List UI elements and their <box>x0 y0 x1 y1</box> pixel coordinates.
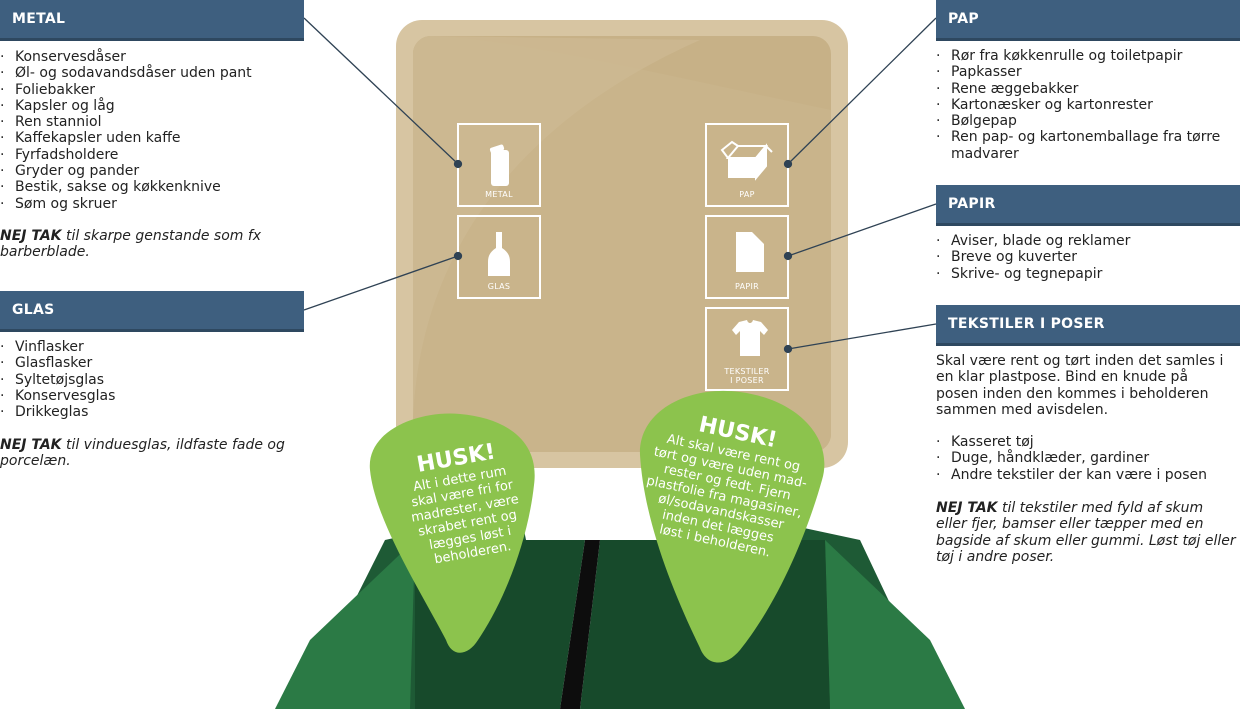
metal-header: METAL <box>0 0 304 41</box>
can-icon <box>489 144 509 186</box>
bottle-icon <box>488 232 510 276</box>
list-item: Aviser, blade og reklamer <box>936 233 1236 250</box>
box-icon <box>720 140 773 181</box>
papir-icon-label: PAPIR <box>734 282 760 291</box>
list-item: Glasflasker <box>0 355 300 372</box>
husk-right-shape <box>639 390 825 663</box>
list-item: Ren stanniol <box>0 114 300 131</box>
glas-note-text: til vinduesglas, ildfaste fade og porcel… <box>0 437 285 470</box>
pap-header: PAP <box>936 0 1240 41</box>
list-item: Duge, håndklæder, gardiner <box>936 450 1236 467</box>
tekstiler-list: Kasseret tøj Duge, håndklæder, gardiner … <box>936 434 1236 483</box>
tekstiler-icon-label-line2: I POSER <box>730 376 764 385</box>
metal-note-text: til skarpe genstande som fx barberblade. <box>0 228 262 261</box>
pap-list: Rør fra køkkenrulle og toiletpapir Papka… <box>936 48 1236 162</box>
tekstiler-note-text: til tekstiler med fyld af skum eller fje… <box>936 500 1236 565</box>
list-item: Kasseret tøj <box>936 434 1236 451</box>
papir-list: Aviser, blade og reklamer Breve og kuver… <box>936 233 1236 282</box>
list-item: Kaffekapsler uden kaffe <box>0 130 300 147</box>
glas-icon-label: GLAS <box>487 282 511 291</box>
list-item: Øl- og sodavandsdåser uden pant <box>0 65 300 82</box>
list-item: Konservesdåser <box>0 49 300 66</box>
tekstiler-icon-label-line1: TEKSTILER <box>724 367 770 376</box>
glas-list: Vinflasker Glasflasker Syltetøjsglas Kon… <box>0 339 300 421</box>
tekstiler-note: NEJ TAK til tekstiler med fyld af skum e… <box>936 500 1236 565</box>
list-item: Rene æggebakker <box>936 81 1236 98</box>
metal-list: Konservesdåser Øl- og sodavandsdåser ude… <box>0 49 300 212</box>
list-item: Gryder og pander <box>0 163 300 180</box>
list-item: Bølgepap <box>936 113 1236 130</box>
list-item: Bestik, sakse og køkkenknive <box>0 179 300 196</box>
glas-note-bold: NEJ TAK <box>0 437 62 453</box>
list-item: Papkasser <box>936 64 1236 81</box>
bin-lid <box>396 20 848 468</box>
glas-note: NEJ TAK til vinduesglas, ildfaste fade o… <box>0 437 300 470</box>
list-item: Konservesglas <box>0 388 300 405</box>
paper-icon <box>736 232 764 272</box>
list-item: Søm og skruer <box>0 196 300 213</box>
list-item: Rør fra køkkenrulle og toiletpapir <box>936 48 1236 65</box>
list-item: Ren pap- og kartonemballage fra tørre ma… <box>936 129 1236 162</box>
connector-lines <box>303 17 937 354</box>
list-item: Skrive- og tegnepapir <box>936 266 1236 283</box>
shirt-icon <box>732 320 768 356</box>
list-item: Vinflasker <box>0 339 300 356</box>
list-item: Andre tekstiler der kan være i posen <box>936 467 1236 484</box>
papir-header: PAPIR <box>936 185 1240 226</box>
metal-note: NEJ TAK til skarpe genstande som fx barb… <box>0 228 270 261</box>
list-item: Breve og kuverter <box>936 249 1236 266</box>
list-item: Drikkeglas <box>0 404 300 421</box>
list-item: Kapsler og låg <box>0 98 300 115</box>
list-item: Fyrfadsholdere <box>0 147 300 164</box>
pap-icon-label: PAP <box>739 190 755 199</box>
list-item: Kartonæsker og kartonrester <box>936 97 1236 114</box>
glas-header: GLAS <box>0 291 304 332</box>
tekstiler-icon-label: TEKSTILER I POSER <box>706 367 788 385</box>
list-item: Syltetøjsglas <box>0 372 300 389</box>
green-bin <box>275 510 965 709</box>
metal-note-bold: NEJ TAK <box>0 228 62 244</box>
husk-left-shape <box>369 413 535 653</box>
tekstiler-intro: Skal være rent og tørt inden det samles … <box>936 353 1224 418</box>
tekstiler-header: TEKSTILER I POSER <box>936 305 1240 346</box>
metal-icon-label: METAL <box>485 190 513 199</box>
tekstiler-note-bold: NEJ TAK <box>936 500 998 516</box>
list-item: Foliebakker <box>0 82 300 99</box>
